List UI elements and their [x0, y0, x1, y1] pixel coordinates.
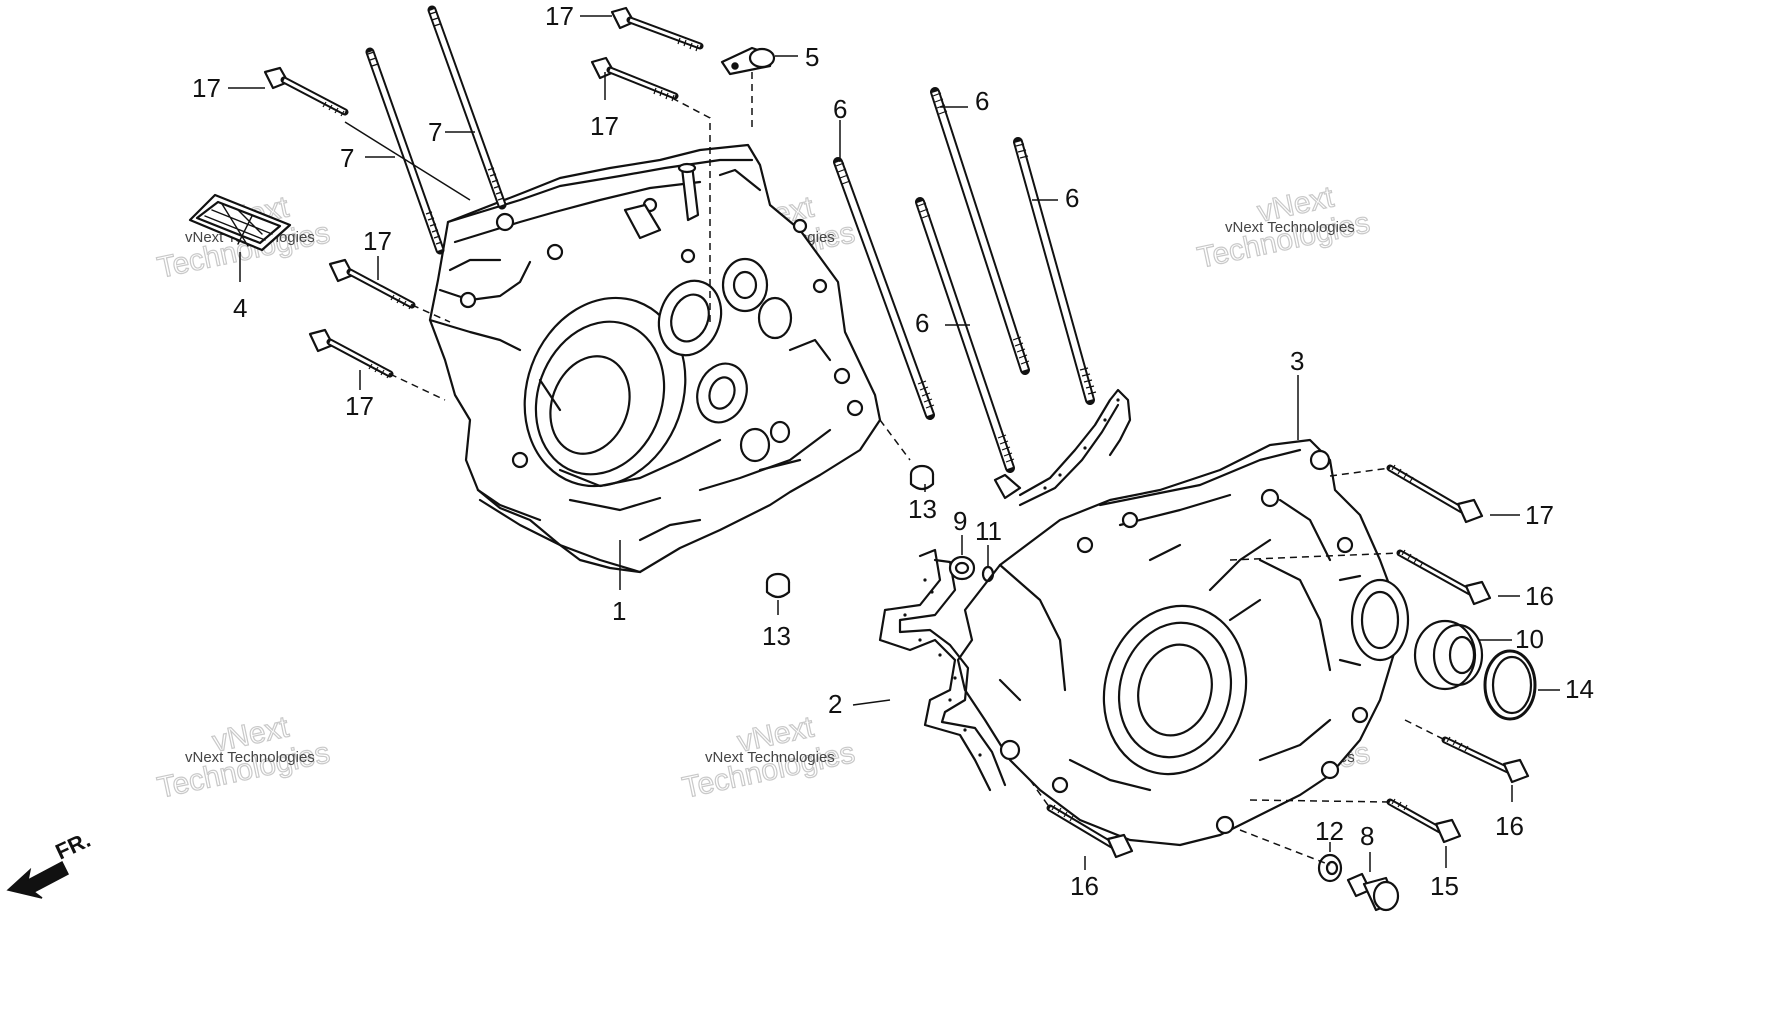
- callout-1: 1: [612, 596, 626, 626]
- callout-17-lower-left: 17: [345, 391, 374, 421]
- stud-6-a: [833, 157, 935, 420]
- bolt-17-upper-mid: [590, 56, 679, 102]
- collar-9: [948, 555, 976, 581]
- callout-17-upper-left: 17: [192, 73, 221, 103]
- crankcase-gasket: [878, 388, 1132, 792]
- bolt-17-right: [1386, 464, 1484, 524]
- callout-10: 10: [1515, 624, 1544, 654]
- cylinder-stud-long-1: [365, 47, 445, 255]
- callout-6-d: 6: [915, 308, 929, 338]
- callout-16-upper-right: 16: [1525, 581, 1554, 611]
- bolt-17-top: [610, 6, 704, 52]
- front-direction-marker: FR.: [6, 827, 95, 899]
- callout-17-mid-left: 17: [363, 226, 392, 256]
- bolt-17-lower-left: [308, 328, 394, 379]
- callout-15: 15: [1430, 871, 1459, 901]
- strainer-screen: [188, 193, 292, 282]
- callout-3: 3: [1290, 346, 1304, 376]
- bolt-16-lower-right: [1441, 736, 1530, 784]
- washer-12: [1317, 853, 1343, 883]
- callout-6-c: 6: [1065, 183, 1079, 213]
- watermark-bottom-left: vNext Technologies vNext Technologies: [154, 710, 333, 806]
- bolt-17-upper-left: [263, 66, 349, 117]
- left-crankcase-half: [428, 143, 882, 574]
- watermark-bottom-center: vNext Technologies vNext Technologies: [679, 710, 858, 806]
- bolt-16-upper-right: [1396, 549, 1492, 606]
- callout-16-bottom: 16: [1070, 871, 1099, 901]
- clip-5: [720, 46, 776, 76]
- leader-lines: [228, 15, 1560, 872]
- callout-13-upper: 13: [908, 494, 937, 524]
- callout-16-lower-right: 16: [1495, 811, 1524, 841]
- stud-6-b: [930, 87, 1030, 375]
- watermark-small-text: vNext Technologies: [1225, 219, 1355, 236]
- callout-14: 14: [1565, 674, 1594, 704]
- callout-4: 4: [233, 293, 247, 323]
- dowel-13-lower: [765, 572, 791, 599]
- bolt-15: [1386, 798, 1462, 844]
- dowel-13-upper: [909, 464, 935, 491]
- callout-labels: 17 5 17 17 6 6 6 6 7 7 17 4 17 3 13 9 11…: [192, 1, 1594, 901]
- callout-5: 5: [805, 42, 819, 72]
- drain-bolt-8: [1346, 872, 1400, 912]
- callout-2: 2: [828, 689, 842, 719]
- cylinder-stud-long-2: [427, 5, 507, 210]
- front-label: FR.: [52, 827, 95, 865]
- watermark-small-text: vNext Technologies: [705, 749, 835, 766]
- callout-17-right: 17: [1525, 500, 1554, 530]
- oil-seal-10: [1413, 619, 1484, 691]
- callout-17-top: 17: [545, 1, 574, 31]
- o-ring-11: [981, 565, 995, 583]
- callout-6-a: 6: [833, 94, 847, 124]
- snap-ring-14: [1483, 649, 1537, 721]
- right-crankcase-half: [956, 438, 1410, 847]
- callout-17-upper-mid: 17: [590, 111, 619, 141]
- callout-8: 8: [1360, 821, 1374, 851]
- stud-6-d: [915, 197, 1015, 473]
- callout-12: 12: [1315, 816, 1344, 846]
- callout-6-b: 6: [975, 86, 989, 116]
- callout-9: 9: [953, 506, 967, 536]
- watermark-small-text: vNext Technologies: [185, 749, 315, 766]
- callout-11: 11: [975, 516, 1002, 546]
- bolt-17-mid-left: [328, 258, 416, 310]
- callout-7-a: 7: [428, 117, 442, 147]
- callout-7-b: 7: [340, 143, 354, 173]
- watermark-top-right: vNext Technologies vNext Technologies: [1194, 180, 1373, 276]
- gasket-dots: [903, 398, 1120, 757]
- stud-6-c: [1013, 137, 1097, 405]
- bolt-16-bottom: [1046, 804, 1134, 859]
- callout-13-lower: 13: [762, 621, 791, 651]
